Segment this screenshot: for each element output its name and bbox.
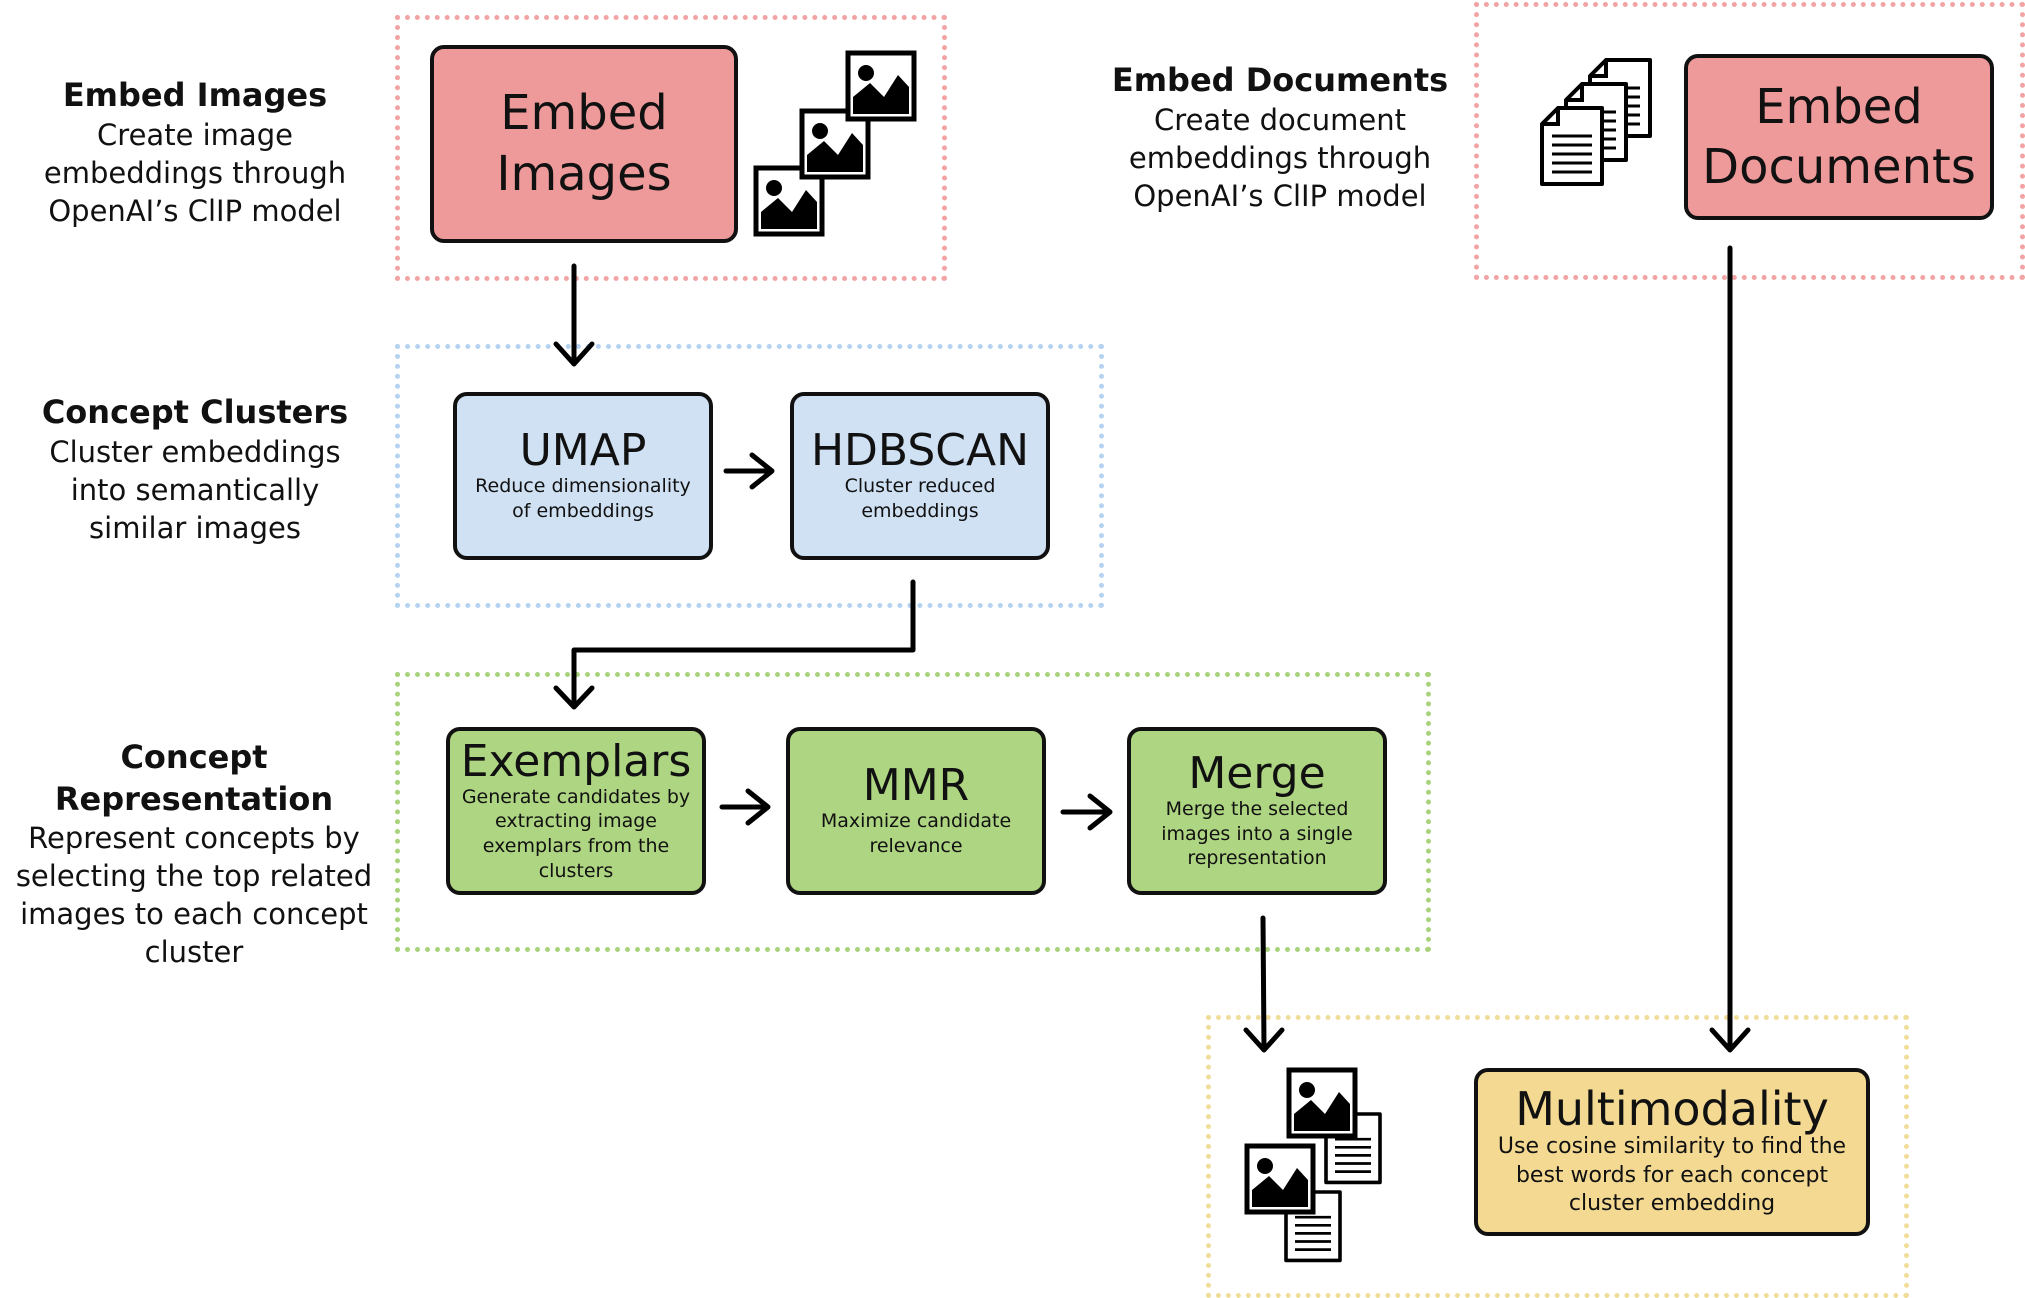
arrow-documents-to-multimodality (1709, 245, 1751, 1053)
description-line: images to each concept (20, 897, 368, 932)
box-subtitle-line: best words for each concept (1515, 1162, 1829, 1188)
umap-box: UMAP Reduce dimensionality of embeddings (453, 392, 713, 560)
box-title: Multimodality (1515, 1081, 1829, 1136)
description-line: Create image (97, 117, 293, 152)
box-subtitle-line: of embeddings (512, 500, 654, 523)
embed-images-description: Embed Images Create image embeddings thr… (30, 75, 360, 231)
multimodality-box: Multimodality Use cosine similarity to f… (1474, 1068, 1870, 1236)
description-line: OpenAI’s ClIP model (48, 193, 342, 228)
box-subtitle-line: extracting image (494, 810, 657, 833)
box-title-line: Embed (1755, 79, 1923, 135)
arrow-hdbscan-to-exemplars (553, 579, 916, 710)
concept-representation-heading: Concept Representation (54, 738, 334, 818)
concept-clusters-description: Concept Clusters Cluster embeddings into… (30, 392, 360, 548)
arrow-embed-to-clusters (553, 263, 595, 367)
box-subtitle-line: exemplars from the (482, 835, 670, 858)
description-line: into semantically (70, 472, 320, 507)
embed-images-heading: Embed Images (62, 76, 328, 114)
box-title-line: Embed (500, 84, 668, 141)
box-subtitle-line: Merge the selected (1165, 798, 1349, 821)
exemplars-box: Exemplars Generate candidates by extract… (446, 727, 706, 895)
box-title: Exemplars (460, 735, 692, 787)
description-line: OpenAI’s ClIP model (1133, 178, 1427, 213)
concept-representation-description: Concept Representation Represent concept… (0, 737, 388, 972)
concept-representation-zone (395, 672, 1431, 952)
box-subtitle-line: clusters (538, 859, 614, 882)
description-line: Represent concepts by (28, 821, 360, 856)
arrow-merge-to-output (1243, 915, 1285, 1053)
box-subtitle-line: Use cosine similarity to find the (1497, 1134, 1847, 1160)
concept-clusters-heading: Concept Clusters (41, 393, 349, 431)
box-title: UMAP (519, 425, 647, 477)
embed-documents-description: Embed Documents Create document embeddin… (1110, 60, 1450, 216)
box-subtitle-line: Cluster reduced (844, 475, 996, 498)
box-title-line: Documents (1702, 139, 1976, 195)
box-subtitle-line: embeddings (861, 500, 979, 523)
box-title-line: Images (496, 146, 672, 202)
embed-images-box: Embed Images (430, 45, 738, 243)
embed-documents-zone (1474, 2, 2025, 280)
embed-documents-heading: Embed Documents (1111, 61, 1449, 99)
image-stack-icon (756, 53, 914, 234)
box-subtitle-line: Generate candidates by (461, 785, 691, 808)
description-line: similar images (89, 510, 301, 545)
description-line: cluster (144, 935, 244, 970)
embed-images-zone (395, 15, 947, 281)
document-stack-icon (1540, 58, 1652, 186)
embed-documents-box: Embed Documents (1684, 54, 1994, 220)
arrow-exemplars-to-mmr (719, 788, 771, 826)
arrow-umap-to-hdbscan (723, 452, 775, 490)
mmr-box: MMR Maximize candidate relevance (786, 727, 1046, 895)
description-line: Create document (1154, 102, 1406, 137)
box-subtitle-line: cluster embedding (1568, 1191, 1776, 1217)
box-title: Merge (1188, 747, 1326, 799)
box-title: HDBSCAN (810, 425, 1030, 477)
box-subtitle-line: Reduce dimensionality (475, 475, 691, 498)
box-subtitle-line: images into a single (1161, 822, 1353, 845)
arrow-mmr-to-merge (1060, 793, 1113, 831)
box-subtitle-line: representation (1187, 847, 1327, 870)
box-subtitle-line: relevance (869, 835, 963, 858)
multimodality-zone (1206, 1015, 1909, 1298)
description-line: embeddings through (1128, 140, 1432, 175)
description-line: Cluster embeddings (49, 434, 341, 469)
image-document-pair-icon (1247, 1070, 1382, 1263)
description-line: embeddings through (43, 155, 347, 190)
concept-clusters-zone (395, 344, 1104, 608)
box-title: MMR (862, 760, 970, 812)
hdbscan-box: HDBSCAN Cluster reduced embeddings (790, 392, 1050, 560)
description-line: selecting the top related (15, 859, 373, 894)
box-subtitle-line: Maximize candidate (820, 810, 1012, 833)
merge-box: Merge Merge the selected images into a s… (1127, 727, 1387, 895)
